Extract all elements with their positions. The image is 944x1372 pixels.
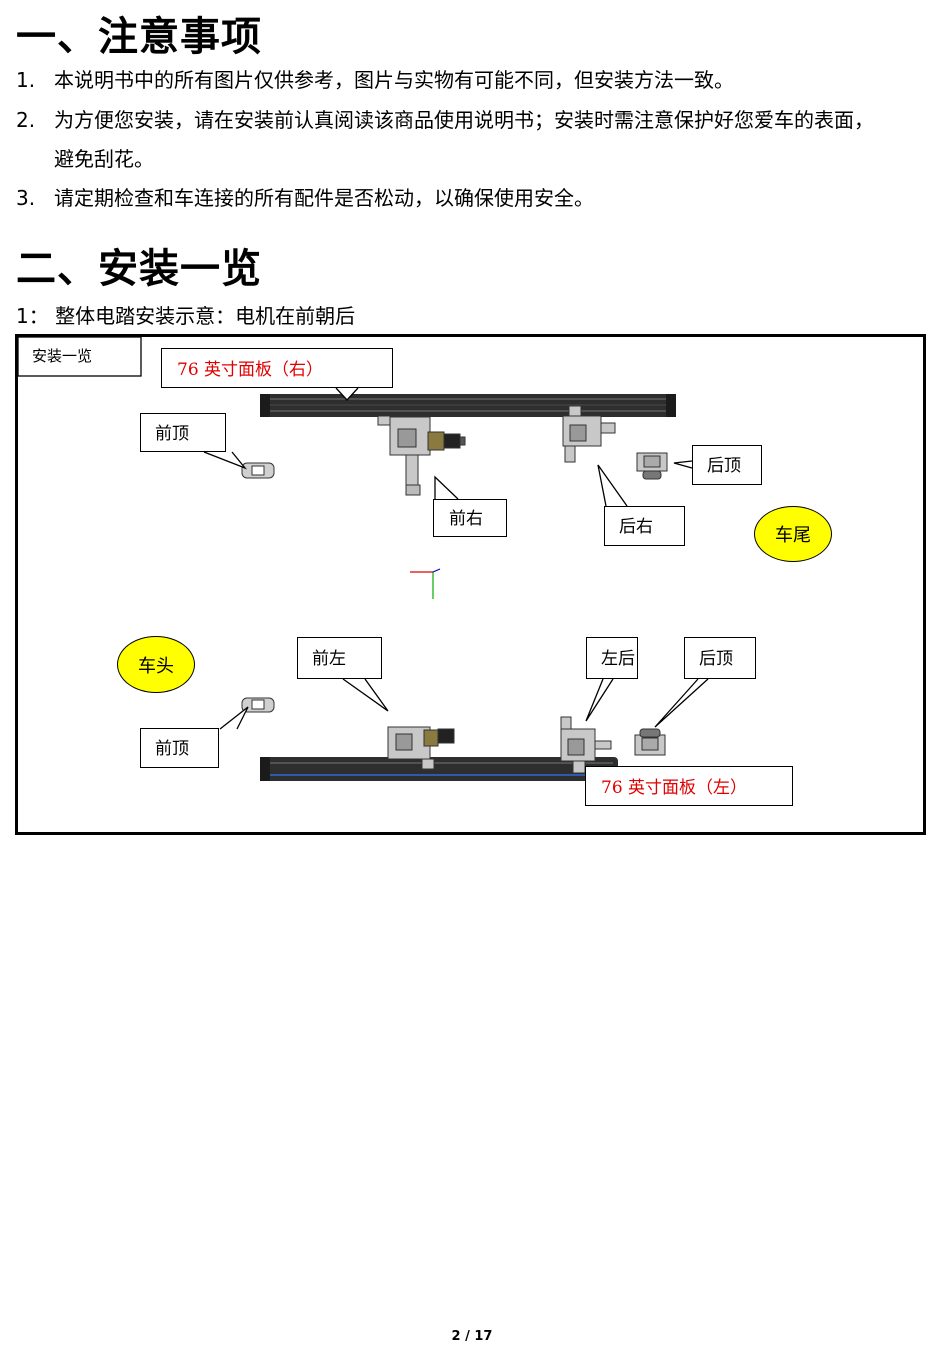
rear-top-bracket-upper (636, 452, 668, 480)
note-number: 1. (16, 68, 36, 92)
label-front-left: 前左 (297, 637, 382, 679)
note-item-2: 2. 为方便您安装，请在安装前认真阅读该商品使用说明书；安装时需注意保护好您爱车的… (16, 107, 874, 133)
label-rear-top-upper: 后顶 (692, 445, 762, 485)
rear-top-bracket-lower (634, 728, 666, 756)
label-car-tail: 车尾 (754, 506, 832, 562)
label-car-head: 车头 (117, 636, 195, 693)
left-rear-bracket (560, 716, 612, 774)
section2-title: 二、安装一览 (16, 246, 262, 292)
note-text: 请定期检查和车连接的所有配件是否松动，以确保使用安全。 (54, 186, 594, 210)
running-board-right (260, 394, 676, 417)
label-left-rear: 左后 (586, 637, 638, 679)
section2-subtitle: 1： 整体电踏安装示意：电机在前朝后 (16, 304, 356, 328)
front-top-bracket-lower (241, 697, 275, 713)
note-item-1: 1. 本说明书中的所有图片仅供参考，图片与实物有可能不同，但安装方法一致。 (16, 67, 734, 93)
note-text: 本说明书中的所有图片仅供参考，图片与实物有可能不同，但安装方法一致。 (54, 68, 734, 92)
label-panel-left: 76 英寸面板（左） (585, 766, 793, 806)
axis-indicator (410, 568, 441, 599)
label-rear-right: 后右 (604, 506, 685, 546)
note-item-3: 3. 请定期检查和车连接的所有配件是否松动，以确保使用安全。 (16, 185, 594, 211)
front-left-bracket (387, 726, 455, 770)
installation-diagram (18, 337, 709, 781)
label-panel-right: 76 英寸面板（右） (161, 348, 393, 388)
rear-right-bracket (562, 405, 616, 463)
page-number: 2 / 17 (451, 1329, 493, 1344)
label-front-top-upper: 前顶 (140, 413, 226, 452)
running-board-left (260, 757, 618, 781)
note-item-2-continuation: 避免刮花。 (54, 147, 154, 171)
note-number: 2. (16, 108, 36, 132)
figure-caption: 安装一览 (32, 347, 93, 365)
label-front-right: 前右 (433, 499, 507, 537)
section1-title: 一、注意事项 (16, 14, 262, 60)
label-rear-top-lower: 后顶 (684, 637, 756, 679)
installation-overview-figure: 安装一览 76 英寸面板（右） 前顶 前右 后右 后顶 车尾 车头 前左 左后 … (15, 334, 926, 835)
front-top-bracket-upper (241, 462, 275, 479)
label-front-top-lower: 前顶 (140, 728, 219, 768)
note-number: 3. (16, 186, 36, 210)
front-right-bracket (377, 415, 466, 496)
note-text: 为方便您安装，请在安装前认真阅读该商品使用说明书；安装时需注意保护好您爱车的表面… (54, 108, 874, 132)
